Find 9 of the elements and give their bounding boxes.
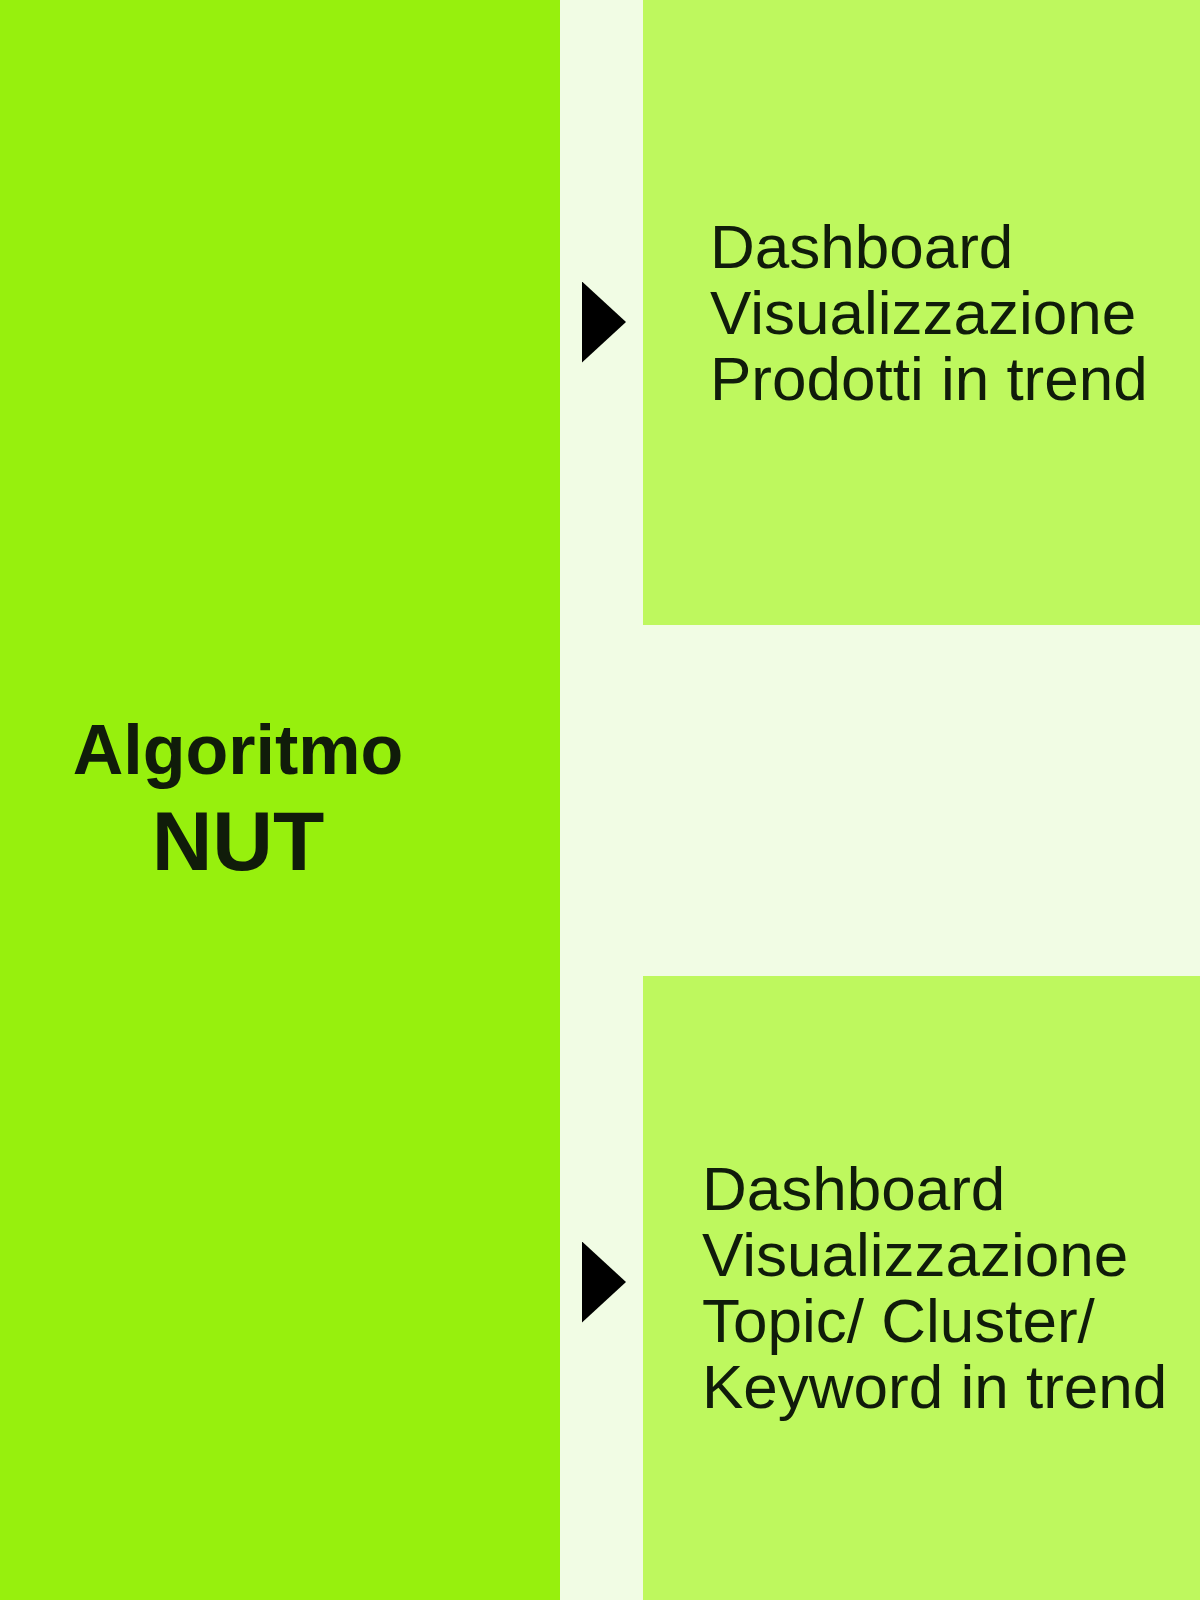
panel-title: NUT xyxy=(151,795,325,888)
arrow xyxy=(581,281,626,363)
box-label: Dashboard Visualizzazione Topic/ Cluster/ Keyword in trend xyxy=(702,1156,1169,1420)
output-box xyxy=(643,0,1200,625)
output-box xyxy=(643,976,1200,1600)
box-label: Dashboard Visualizzazione Prodotti in trend xyxy=(710,213,1149,412)
arrow xyxy=(581,1241,626,1323)
panel-heading: Algoritmo xyxy=(72,712,404,790)
process-panel xyxy=(0,0,560,1600)
